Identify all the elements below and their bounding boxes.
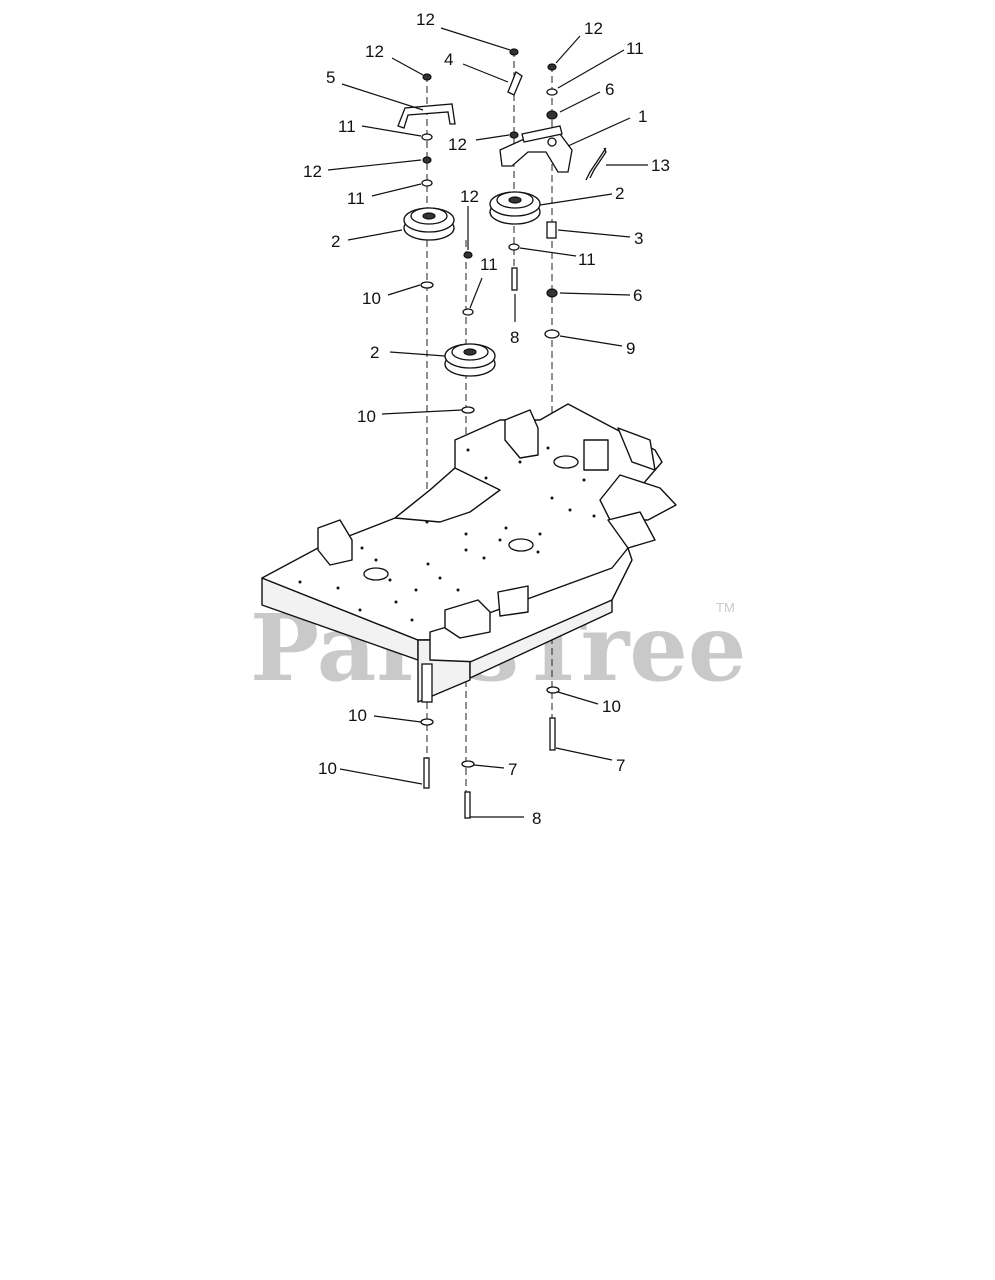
callout-11: 11 bbox=[347, 189, 365, 208]
callout-12: 12 bbox=[460, 187, 479, 206]
callout-12: 12 bbox=[365, 42, 384, 61]
bracket-part-5 bbox=[397, 103, 456, 129]
spring-part-13 bbox=[585, 147, 607, 181]
clip-part-4 bbox=[507, 71, 523, 96]
callout-11: 11 bbox=[338, 117, 356, 136]
callout-5: 5 bbox=[326, 68, 335, 87]
callout-11: 11 bbox=[578, 250, 596, 269]
callout-labels: 12 12 12 4 11 5 6 1 11 12 13 12 11 12 2 … bbox=[303, 10, 670, 828]
callout-4: 4 bbox=[444, 50, 453, 69]
callout-10: 10 bbox=[602, 697, 621, 716]
callout-2: 2 bbox=[370, 343, 379, 362]
callout-8: 8 bbox=[510, 328, 519, 347]
deck-assembly bbox=[261, 403, 677, 703]
spacer-part-3 bbox=[546, 221, 557, 239]
watermark-tm: TM bbox=[716, 600, 735, 615]
deck-holes bbox=[298, 446, 596, 622]
callout-6: 6 bbox=[605, 80, 614, 99]
callout-7: 7 bbox=[616, 756, 625, 775]
hardware-stack bbox=[420, 48, 560, 414]
callout-12: 12 bbox=[584, 19, 603, 38]
bolt-part-8-upper bbox=[511, 267, 518, 291]
callout-11: 11 bbox=[480, 255, 498, 274]
callout-12: 12 bbox=[303, 162, 322, 181]
callout-6: 6 bbox=[633, 286, 642, 305]
callout-1: 1 bbox=[638, 107, 647, 126]
callout-13: 13 bbox=[651, 156, 670, 175]
callout-12: 12 bbox=[416, 10, 435, 29]
callout-9: 9 bbox=[626, 339, 635, 358]
callout-10: 7 bbox=[508, 760, 517, 779]
callout-10: 10 bbox=[357, 407, 376, 426]
pulley-part-2-center bbox=[444, 343, 496, 377]
lower-hardware bbox=[420, 686, 560, 819]
callout-12: 12 bbox=[448, 135, 467, 154]
leader-lines bbox=[327, 27, 648, 818]
callout-11: 11 bbox=[626, 39, 644, 58]
pulley-part-2-right bbox=[489, 191, 541, 225]
pulley-part-2-left bbox=[403, 207, 455, 241]
callout-2: 2 bbox=[331, 232, 340, 251]
callout-7: 10 bbox=[318, 759, 337, 778]
callout-10: 10 bbox=[362, 289, 381, 308]
idler-arm-part-1 bbox=[499, 125, 573, 173]
callout-10: 10 bbox=[348, 706, 367, 725]
callout-8: 8 bbox=[532, 809, 541, 828]
callout-2: 2 bbox=[615, 184, 624, 203]
callout-3: 3 bbox=[634, 229, 643, 248]
